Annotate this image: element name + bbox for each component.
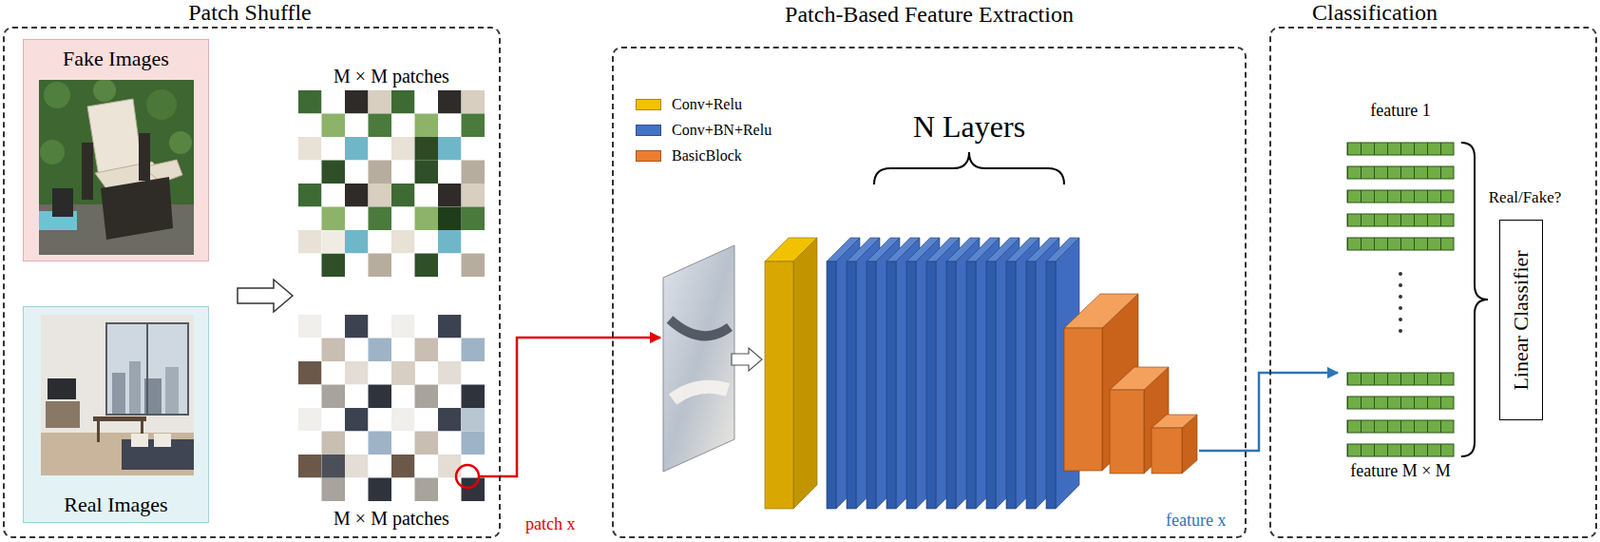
real-photo	[40, 314, 194, 476]
brace	[874, 152, 1065, 185]
highlight-circle	[456, 464, 479, 488]
flow-arrow	[500, 337, 661, 477]
legend-text: Conv+BN+Relu	[671, 120, 772, 140]
basic-blocks	[1064, 293, 1198, 474]
panel-title: Patch-Based Feature Extraction	[784, 1, 1074, 27]
feature-vectors	[1347, 142, 1454, 457]
legend-swatch	[635, 150, 662, 162]
annotation: feature 1	[1370, 99, 1430, 121]
fake-photo	[38, 79, 194, 255]
image-box-fill	[22, 305, 210, 523]
classifier-box: Linear Classifier	[1499, 219, 1543, 420]
patch-image	[663, 245, 735, 472]
image-box-fill	[22, 38, 210, 262]
annotation: N Layers	[913, 108, 1026, 145]
edge-label: feature x	[1165, 509, 1226, 531]
edge-label: patch x	[525, 513, 575, 534]
annotation: feature M × M	[1350, 459, 1451, 481]
legend-swatch	[635, 124, 662, 136]
panel-title: Patch Shuffle	[188, 0, 312, 25]
conv-bn-relu-layers	[826, 237, 1080, 509]
box-label: Fake Images	[62, 46, 170, 72]
hollow-arrow	[731, 347, 762, 371]
shuffled-patches	[298, 90, 485, 501]
legend-swatch	[635, 98, 662, 111]
legend-text: Conv+Relu	[671, 95, 743, 115]
box-label: Real Images	[63, 492, 168, 517]
image-box: Real Images	[22, 305, 210, 523]
brace	[1461, 142, 1488, 457]
annotation: Real/Fake?	[1488, 188, 1562, 208]
hollow-arrow	[237, 279, 293, 312]
leader-line	[478, 475, 502, 478]
leader-line	[1199, 449, 1248, 453]
panel-title: Classification	[1312, 0, 1438, 25]
conv-relu-block	[764, 237, 818, 509]
annotation: M × M patches	[333, 506, 450, 530]
legend-text: BasicBlock	[671, 146, 743, 166]
annotation: M × M patches	[333, 64, 450, 88]
flow-arrow	[1246, 372, 1338, 451]
ellipsis-dots	[1398, 271, 1403, 333]
image-box: Fake Images	[22, 38, 210, 262]
dashed-panel: Patch ShuffleFake ImagesReal Images	[2, 26, 501, 538]
box-label: Linear Classifier	[1508, 249, 1534, 390]
